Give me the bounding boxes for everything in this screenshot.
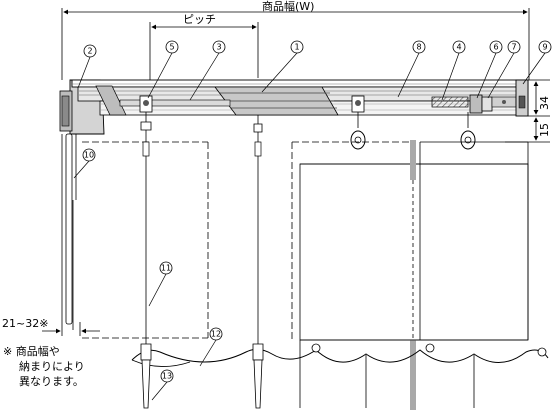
svg-text:12: 12: [211, 330, 221, 339]
bottom-swag-cord: [131, 348, 549, 367]
leader-lines: [73, 52, 546, 401]
callout-11: 11: [159, 261, 173, 275]
svg-text:10: 10: [84, 151, 94, 160]
svg-text:5: 5: [169, 43, 174, 52]
pitch-label: ピッチ: [183, 13, 216, 26]
product-width-label: 商品幅(W): [262, 0, 314, 13]
callout-13: 13: [160, 369, 174, 383]
callout-3: 3: [212, 40, 226, 54]
svg-text:6: 6: [493, 43, 498, 52]
height-15-label: 15: [538, 123, 551, 137]
tassel-1: [140, 343, 152, 409]
callout-12: 12: [209, 327, 223, 341]
footnote-line-1: ※ 商品幅や: [3, 344, 85, 359]
svg-text:13: 13: [162, 372, 172, 381]
footnote-line-2: 納まりにより: [19, 360, 85, 373]
height-34-label: 34: [538, 96, 551, 110]
rings-bottom: [311, 343, 547, 357]
callout-10: 10: [82, 148, 96, 162]
svg-text:9: 9: [542, 43, 547, 52]
callout-7: 7: [507, 40, 521, 54]
svg-text:8: 8: [416, 43, 421, 52]
callout-9: 9: [538, 40, 552, 54]
svg-text:2: 2: [87, 47, 92, 56]
callout-6: 6: [489, 40, 503, 54]
callout-5: 5: [165, 40, 179, 54]
runner-1: [139, 95, 153, 142]
dimension-height: 34 15: [505, 79, 551, 143]
footnote-text-1: 商品幅や: [15, 345, 60, 358]
cord-offset-label: 21~32※: [2, 317, 48, 330]
shade-fabric-right: [291, 140, 529, 410]
callout-4: 4: [452, 40, 466, 54]
callout-2: 2: [83, 44, 97, 58]
callout-1: 1: [290, 40, 304, 54]
svg-text:1: 1: [294, 43, 299, 52]
pull-cord: [65, 133, 77, 330]
footnote-line-3: 異なります。: [19, 375, 84, 388]
lift-cords: [142, 141, 262, 350]
svg-text:3: 3: [216, 43, 221, 52]
head-rail: [59, 79, 529, 135]
dimension-cord-offset: 21~32※: [2, 134, 100, 336]
runner-4: [460, 112, 476, 150]
tassel-2: [252, 343, 264, 409]
dimension-product-width: 商品幅(W): [61, 0, 530, 80]
shade-left-outline: [82, 141, 209, 339]
callout-8: 8: [412, 40, 426, 54]
svg-text:7: 7: [511, 43, 516, 52]
footnote: ※ 商品幅や 納まりにより 異なります。: [3, 344, 85, 389]
footnote-mark: ※: [3, 345, 13, 358]
runner-2: [253, 115, 263, 142]
svg-text:4: 4: [456, 43, 461, 52]
svg-text:11: 11: [161, 264, 171, 273]
runner-3: [350, 95, 366, 150]
